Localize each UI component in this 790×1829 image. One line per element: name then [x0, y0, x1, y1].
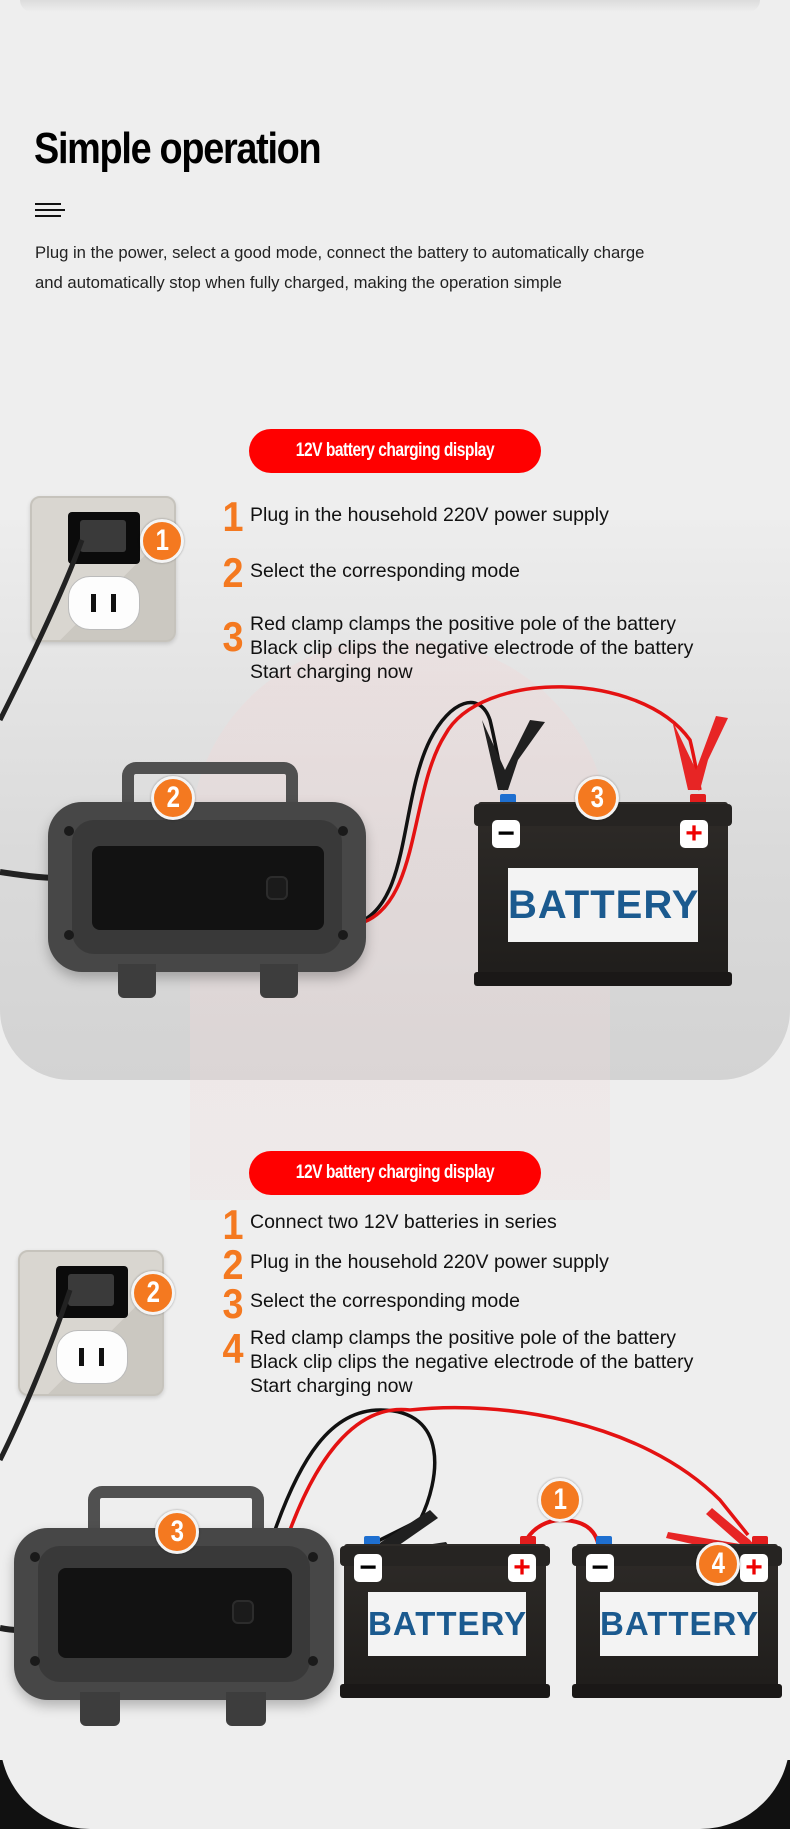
charger-mode-button-icon [232, 1600, 254, 1624]
step-text-line: Start charging now [250, 661, 413, 683]
battery: − + BATTERY [474, 790, 732, 995]
negative-terminal-icon: − [492, 819, 520, 849]
badge-2-outlet: 2 [131, 1271, 175, 1315]
negative-terminal-icon: − [586, 1553, 614, 1583]
step-number: 1 [222, 1201, 244, 1248]
step-text: Plug in the household 220V power supply [250, 1251, 609, 1273]
section1-title-pill: 12V battery charging display [249, 429, 541, 473]
step-text: Select the corresponding mode [250, 560, 520, 582]
step-text: Connect two 12V batteries in series [250, 1211, 557, 1233]
badge-2-charger: 2 [151, 776, 195, 820]
charger-mode-button-icon [266, 876, 288, 900]
section1-step-1: 1 Plug in the household 220V power suppl… [218, 493, 609, 540]
page-title: Simple operation [34, 124, 322, 173]
intro-paragraph: Plug in the power, select a good mode, c… [35, 238, 721, 298]
menu-lines-icon [35, 203, 65, 219]
badge-4-battery: 4 [696, 1542, 740, 1586]
section2-title-pill: 12V battery charging display [249, 1151, 541, 1195]
step-number: 1 [222, 493, 244, 540]
intro-line-2: and automatically stop when fully charge… [35, 273, 562, 292]
step-text-line: Black clip clips the negative electrode … [250, 1351, 694, 1373]
step-number: 2 [222, 1241, 244, 1288]
battery-label: BATTERY [600, 1592, 758, 1656]
section2-step-1: 1 Connect two 12V batteries in series [218, 1201, 557, 1248]
section1-step-2: 2 Select the corresponding mode [218, 549, 520, 596]
section2-step-4: 4 Red clamp clamps the positive pole of … [218, 1326, 693, 1398]
battery-label: BATTERY [368, 1592, 526, 1656]
intro-line-1: Plug in the power, select a good mode, c… [35, 243, 645, 262]
negative-terminal-icon: − [354, 1553, 382, 1583]
battery-1: − + BATTERY [340, 1534, 550, 1706]
step-text-line: Red clamp clamps the positive pole of th… [250, 613, 676, 635]
positive-terminal-icon: + [680, 819, 708, 849]
step-text-line: Start charging now [250, 1375, 413, 1397]
step-text-line: Red clamp clamps the positive pole of th… [250, 1327, 676, 1349]
step-number: 3 [222, 1280, 244, 1327]
step-number: 2 [222, 549, 244, 596]
section2-step-3: 3 Select the corresponding mode [218, 1280, 520, 1327]
badge-1-outlet: 1 [140, 519, 184, 563]
step-number: 4 [222, 1325, 244, 1372]
battery-charger-device [48, 762, 366, 1000]
battery-2: − + BATTERY [572, 1534, 782, 1706]
section2-step-2: 2 Plug in the household 220V power suppl… [218, 1241, 609, 1288]
positive-terminal-icon: + [508, 1553, 536, 1583]
section1-step-3: 3 Red clamp clamps the positive pole of … [218, 612, 693, 684]
section2-bottom-curve [0, 1700, 790, 1829]
section2-title-label: 12V battery charging display [295, 1162, 495, 1183]
wall-outlet-icon [18, 1250, 164, 1396]
badge-1-series-link: 1 [538, 1478, 582, 1522]
battery-charger-device [14, 1486, 334, 1726]
step-text: Select the corresponding mode [250, 1290, 520, 1312]
wall-outlet-icon [30, 496, 176, 642]
badge-3-battery: 3 [575, 776, 619, 820]
positive-terminal-icon: + [740, 1553, 768, 1583]
battery-label: BATTERY [508, 868, 698, 942]
step-text-line: Black clip clips the negative electrode … [250, 637, 694, 659]
top-edge-shadow [20, 0, 760, 12]
section1-title-label: 12V battery charging display [295, 440, 495, 461]
step-text: Plug in the household 220V power supply [250, 504, 609, 526]
step-number: 3 [222, 613, 244, 660]
badge-3-charger: 3 [155, 1510, 199, 1554]
